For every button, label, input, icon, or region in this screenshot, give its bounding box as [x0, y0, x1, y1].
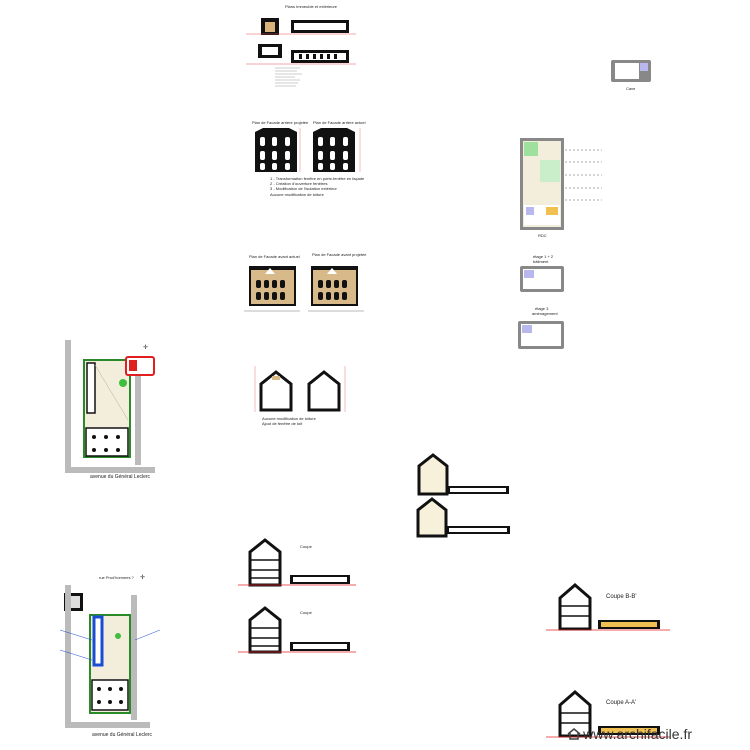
- site-plan-bottom: rue Prud'hommes ? ✛ avenue du Général Le…: [59, 574, 161, 738]
- coupe-aa-title: Coupe A-A': [606, 700, 636, 706]
- front-facade-openings: [256, 280, 347, 300]
- tree-marker: [119, 379, 127, 387]
- coupe-bb-house: [558, 583, 592, 631]
- rdc-label: RDC: [538, 233, 547, 238]
- facade-note-3: 3 - Modification de l'isolation extérieu…: [270, 186, 337, 191]
- facade-note-1: 1 - Transformation fenêtre en porte-fenê…: [270, 176, 365, 181]
- gable-group: Aucune modification de toiture Ajout de …: [254, 366, 346, 426]
- facade-after-title: Plan de Facade arrière actuel: [313, 120, 366, 125]
- side-building-top: [86, 362, 96, 414]
- center-sections: [416, 453, 510, 538]
- north-arrow-bottom: ✛: [140, 574, 145, 581]
- legend-lines: [275, 67, 302, 87]
- section-house-2: [416, 497, 448, 538]
- coupe-bb-title: Coupe B-B': [606, 594, 637, 600]
- front-actual-title: Plan de Facade avant actuel: [249, 254, 300, 259]
- site-street-bottom: avenue du Général Leclerc: [92, 732, 153, 738]
- north-label: rue Prud'hommes ?: [99, 575, 135, 580]
- gable-end-projected: [307, 370, 341, 412]
- elevation-top-group: Plans Immeuble et extérieure: [246, 4, 356, 87]
- floor-plans: Cave RDC étage 1 + 2 bâtiment étage 3 am…: [518, 60, 651, 349]
- rear-facade-group: Plan de Facade arrière projetée Plan de …: [252, 120, 366, 197]
- long-section-1-title: Coupe: [300, 544, 313, 549]
- facade-note-2: 2 - Création d'ouverture fenêtres: [270, 181, 327, 186]
- etage3-label: étage 3: [535, 306, 549, 311]
- gable-end-actual: [259, 370, 293, 412]
- gable-caption-1: Aucune modification de toiture: [262, 416, 317, 421]
- site-plan-top: avenue du Général Leclerc ✛: [65, 340, 155, 480]
- side-building-bottom: [92, 615, 104, 667]
- section-house-1: [417, 453, 449, 496]
- main-building-bottom: [91, 679, 129, 711]
- main-building-top: [85, 427, 129, 457]
- front-projected-title: Plan de Facade avant projetée: [312, 252, 367, 257]
- facade-note-footer: Aucune modification de toiture: [270, 192, 325, 197]
- etage12-sub: bâtiment: [533, 259, 549, 264]
- long-section-2-title: Coupe: [300, 610, 313, 615]
- etage3-sub: aménagement: [532, 311, 558, 316]
- etage12-label: étage 1 + 2: [533, 254, 554, 259]
- north-arrow-top: ✛: [143, 344, 148, 351]
- watermark[interactable]: www.archifacile.fr: [567, 726, 692, 742]
- site-street-top: avenue du Général Leclerc: [90, 474, 151, 480]
- front-facade-group: Plan de Facade avant actuel Plan de Faca…: [244, 252, 367, 312]
- house-logo-icon: [567, 728, 581, 740]
- watermark-text: www.archifacile.fr: [583, 726, 692, 742]
- facade-windows: [260, 137, 348, 170]
- cave-label: Cave: [626, 86, 636, 91]
- elevation-top-title: Plans Immeuble et extérieure: [285, 4, 338, 9]
- gable-caption-2: Ajout de fenêtre de toit: [262, 421, 303, 426]
- coupe-aa-house: [558, 690, 592, 738]
- facade-before-title: Plan de Facade arrière projetée: [252, 120, 309, 125]
- coupe-sections: Coupe B-B' Coupe A-A': [546, 583, 670, 738]
- long-sections: Coupe Coupe: [238, 538, 356, 654]
